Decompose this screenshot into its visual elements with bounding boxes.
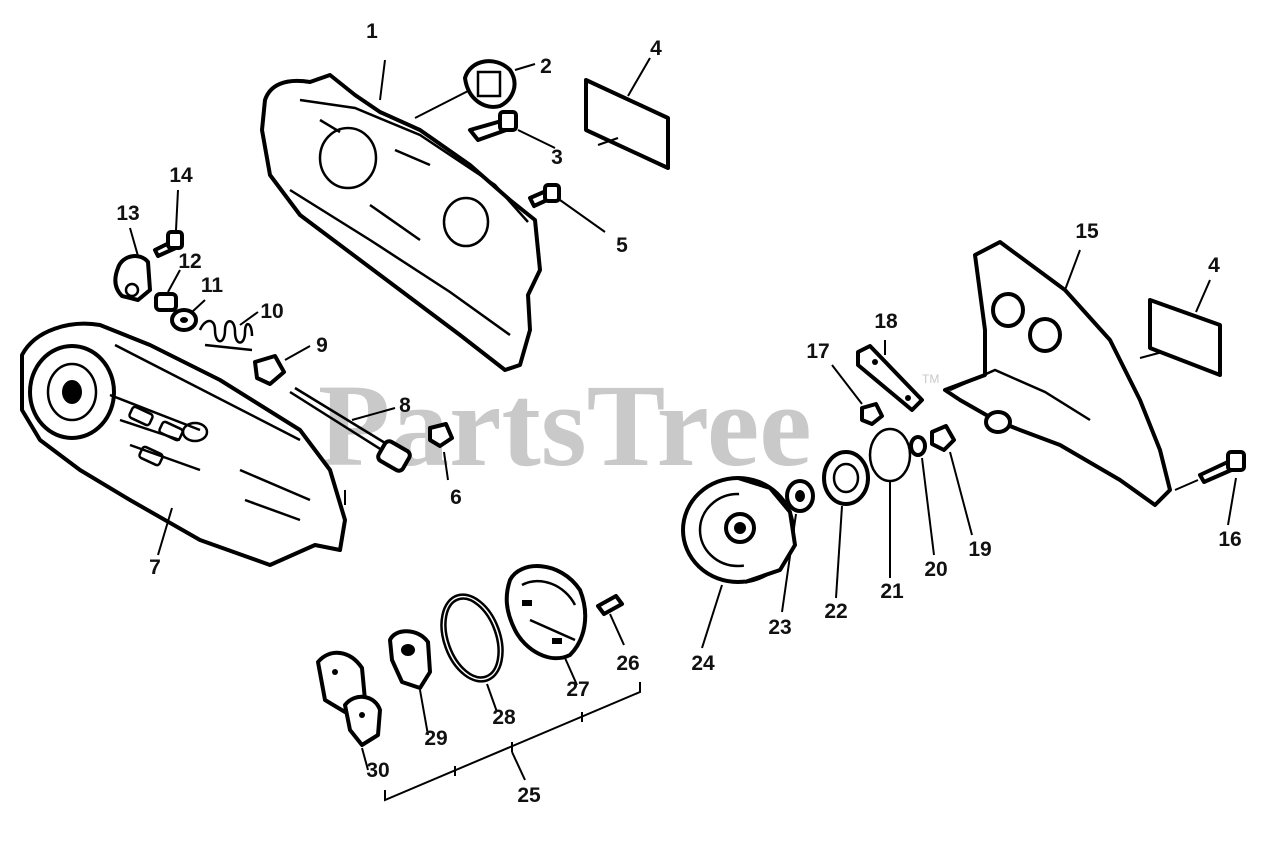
part-27-clutch-shoes[interactable] [504,564,588,686]
callout-26: 26 [616,652,639,675]
part-21-snap-ring[interactable] [868,427,912,578]
part-4-label-upper[interactable] [584,57,670,170]
part-20-washer[interactable] [909,435,935,556]
callout-18: 18 [874,310,898,333]
callout-16: 16 [1218,528,1241,551]
part-17-nut[interactable] [831,364,884,426]
part-24-pulley[interactable] [681,476,797,649]
watermark-trademark: TM [922,372,939,386]
part-14-screw[interactable] [153,189,184,258]
callout-2: 2 [540,55,552,78]
callout-4-upper: 4 [650,37,662,60]
part-3-screw[interactable] [468,110,556,149]
callout-20: 20 [924,558,947,581]
part-5-screw[interactable] [528,183,606,233]
part-13-bracket[interactable] [113,227,152,302]
callout-14: 14 [169,164,193,187]
callout-30: 30 [366,759,389,782]
callout-8: 8 [399,394,411,417]
part-25-assembly-bracket [384,682,641,802]
callout-19: 19 [968,538,991,561]
callout-25: 25 [517,784,541,807]
callout-11: 11 [201,274,224,297]
callout-10: 10 [260,300,283,323]
part-6-nut[interactable] [428,422,454,481]
part-9-nut[interactable] [253,345,311,386]
part-8-bolt[interactable] [289,386,412,473]
callout-23: 23 [768,616,791,639]
part-18-plate[interactable] [856,340,924,412]
callout-29: 29 [424,727,447,750]
part-30-plates[interactable] [316,651,382,771]
callout-4-right: 4 [1208,254,1220,277]
callout-17: 17 [806,340,829,363]
callout-12: 12 [178,250,201,273]
part-16-screw[interactable] [1174,450,1246,526]
part-1-arm-cover[interactable] [260,59,542,372]
callout-6: 6 [450,486,462,509]
part-7-arm-housing[interactable] [20,321,347,567]
part-11-washer[interactable] [170,299,206,332]
callout-3: 3 [551,146,563,169]
part-28-spring-ring[interactable] [430,586,513,713]
callout-27: 27 [566,678,589,701]
callout-7: 7 [149,556,161,579]
part-22-bearing[interactable] [822,450,870,599]
callout-13: 13 [116,202,139,225]
callout-28: 28 [492,706,516,729]
callout-15: 15 [1075,220,1099,243]
part-2-cap[interactable] [463,59,536,109]
part-26-stud[interactable] [596,594,625,646]
part-10-spring[interactable] [198,311,259,352]
callout-24: 24 [691,652,715,675]
part-19-nut[interactable] [930,424,973,536]
part-12-sleeve[interactable] [154,269,181,312]
part-23-bushing[interactable] [781,479,815,613]
callout-5: 5 [616,234,628,257]
callout-21: 21 [880,580,904,603]
watermark-text: PartsTree [318,360,812,491]
callout-22: 22 [824,600,847,623]
part-15-clutch-cover[interactable] [943,240,1172,507]
part-29-hub[interactable] [388,629,432,736]
part-4-label-right[interactable] [1148,279,1222,377]
callout-9: 9 [316,334,328,357]
callout-1: 1 [366,20,378,43]
